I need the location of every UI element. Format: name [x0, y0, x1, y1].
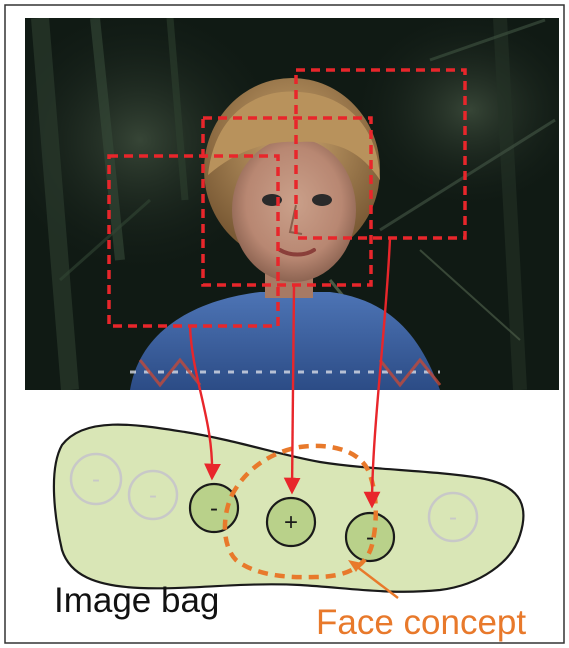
instance-sign: - [149, 482, 157, 509]
instance-sign: - [210, 495, 218, 522]
instance-positive: + [267, 498, 315, 546]
bag-label: Image bag [54, 581, 219, 620]
instance-negative-1: - [190, 484, 238, 532]
instance-sign: + [284, 509, 298, 536]
instance-sign: - [92, 466, 100, 493]
concept-label: Face concept [316, 603, 526, 642]
instance-sign: - [449, 504, 457, 531]
child-photo [0, 0, 569, 390]
